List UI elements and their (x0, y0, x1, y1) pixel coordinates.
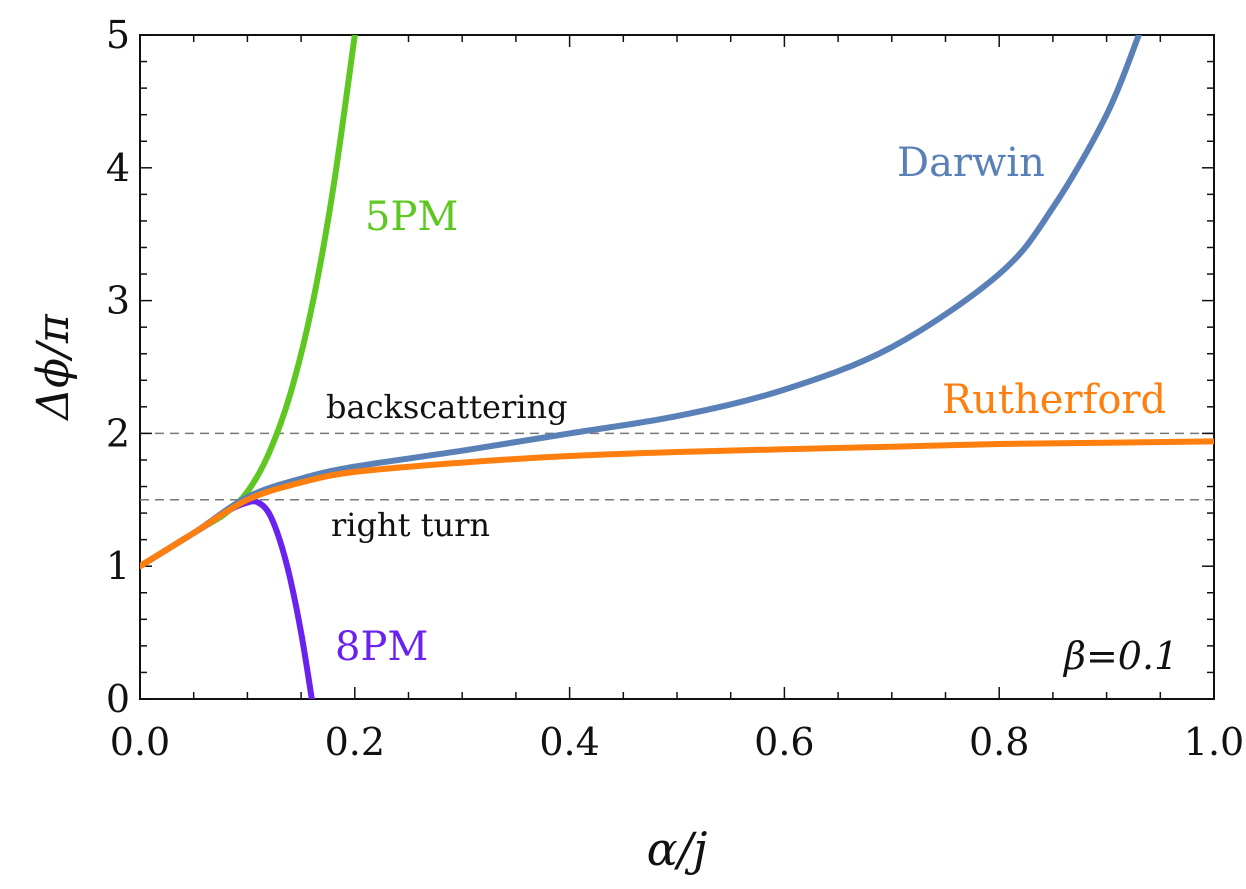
x-tick-label: 0.6 (754, 720, 814, 764)
y-axis-title: Δϕ/π (28, 313, 79, 422)
series-line-8pm (140, 498, 315, 699)
plot-frame (139, 34, 1215, 700)
series-layer (140, 35, 1214, 699)
series-label-8pm: 8PM (335, 624, 428, 670)
x-tick-label: 0.0 (110, 720, 170, 764)
y-tick-label: 3 (106, 279, 130, 323)
series-label-5pm: 5PM (365, 194, 458, 240)
backscattering-label: backscattering (326, 388, 568, 426)
x-tick-label: 0.2 (325, 720, 385, 764)
x-tick-label: 1.0 (1184, 720, 1244, 764)
series-label-darwin: Darwin (897, 140, 1045, 186)
series-line-darwin (140, 35, 1142, 570)
x-tick-label: 0.4 (539, 720, 599, 764)
series-line-rutherford (140, 438, 1214, 570)
axis-ticks: 0.0 0.2 0.4 0.6 0.8 1.0 0 1 2 3 4 5 (106, 13, 1244, 764)
series-label-rutherford: Rutherford (942, 377, 1166, 423)
x-tick-label: 0.8 (969, 720, 1029, 764)
series-line-5pm (140, 35, 358, 570)
x-axis-title: α/j (647, 822, 708, 876)
y-tick-label: 4 (106, 146, 130, 190)
y-tick-label: 2 (106, 411, 130, 455)
y-tick-label: 1 (106, 544, 130, 588)
right-turn-label: right turn (331, 506, 490, 544)
parameter-label: β=0.1 (1062, 634, 1178, 678)
y-tick-label: 5 (106, 13, 130, 57)
y-tick-label: 0 (106, 677, 130, 721)
